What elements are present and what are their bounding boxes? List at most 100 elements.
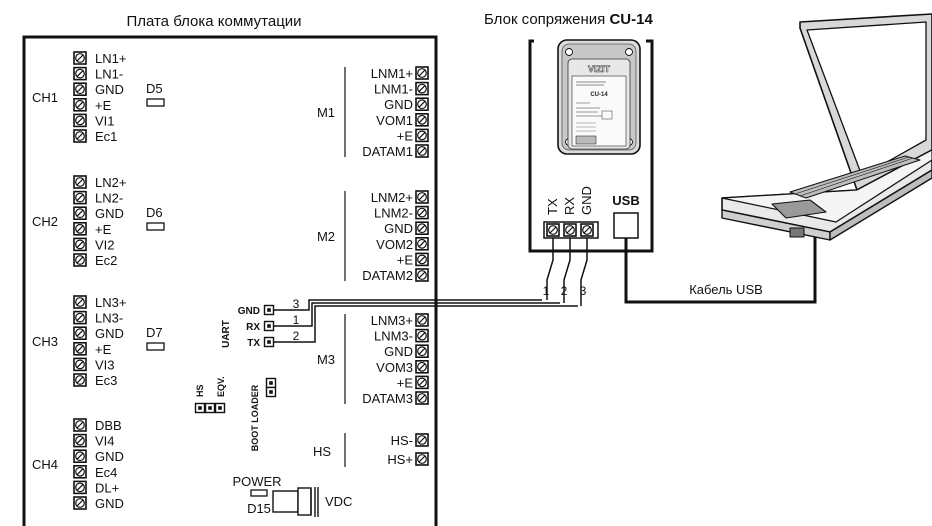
channel-ch4-terminal-3[interactable] bbox=[73, 464, 87, 479]
channel-ch3-terminal-2[interactable] bbox=[73, 326, 87, 341]
module-m3-terminal-0[interactable] bbox=[415, 313, 429, 327]
channel-terminal-label: LN1- bbox=[95, 67, 123, 82]
module-terminal-label: GND bbox=[384, 221, 413, 236]
uart-tx-pin[interactable] bbox=[263, 336, 275, 348]
hs-label: HS bbox=[313, 444, 331, 459]
channel-ch4-terminal-2[interactable] bbox=[73, 449, 87, 464]
channel-ch2-terminal-3[interactable] bbox=[73, 222, 87, 236]
module-m2-terminal-4[interactable] bbox=[415, 252, 429, 267]
channel-ch3-terminal-3[interactable] bbox=[73, 341, 87, 356]
module-m3-terminal-1[interactable] bbox=[415, 328, 429, 343]
channel-ch2-terminal-0[interactable] bbox=[73, 175, 87, 189]
adapter-outline bbox=[528, 39, 654, 253]
adapter-tx-label: TX bbox=[545, 198, 560, 215]
adapter-wire-number-3: 3 bbox=[580, 284, 587, 298]
channel-ch1-terminal-4[interactable] bbox=[73, 113, 87, 128]
channel-terminal-label: GND bbox=[95, 449, 124, 464]
channel-terminal-label: VI1 bbox=[95, 113, 115, 128]
module-m3-terminal-4[interactable] bbox=[415, 375, 429, 390]
uart-tx-label: TX bbox=[247, 338, 260, 349]
uart-wire-number-gnd: 3 bbox=[293, 297, 300, 311]
jumper-pin-3[interactable] bbox=[214, 402, 226, 414]
power-label: POWER bbox=[232, 474, 281, 489]
module-m2-terminal-1[interactable] bbox=[415, 205, 429, 220]
channel-terminal-label: Ec2 bbox=[95, 253, 117, 268]
channel-name: CH1 bbox=[32, 90, 58, 105]
uart-gnd-pin[interactable] bbox=[263, 304, 275, 316]
power-led bbox=[250, 489, 268, 497]
adapter-wire-number-1: 1 bbox=[543, 284, 550, 298]
channel-ch4-terminal-0[interactable] bbox=[73, 418, 87, 432]
jumper-pin-2[interactable] bbox=[204, 402, 216, 414]
jumper-pin-1[interactable] bbox=[194, 402, 206, 414]
channel-ch1-terminal-1[interactable] bbox=[73, 66, 87, 81]
module-m1-terminal-1[interactable] bbox=[415, 81, 429, 96]
board-title: Плата блока коммутации bbox=[126, 13, 301, 30]
adapter-rx-terminal[interactable] bbox=[563, 223, 577, 237]
usb-port[interactable] bbox=[613, 212, 639, 239]
uart-label: UART bbox=[221, 320, 232, 348]
module-terminal-label: +E bbox=[397, 252, 414, 267]
hs-eqv-jumper: HS EQV. bbox=[194, 376, 226, 414]
channel-ch4-terminal-4[interactable] bbox=[73, 480, 87, 495]
channel-ch4-terminal-5[interactable] bbox=[73, 496, 87, 510]
channel-terminal-label: +E bbox=[95, 222, 112, 237]
adapter-title: Блок сопряжения CU-14 bbox=[484, 11, 653, 28]
module-m1-terminal-0[interactable] bbox=[415, 66, 429, 80]
channel-ch3-terminal-0[interactable] bbox=[73, 295, 87, 309]
hs-minus-terminal[interactable] bbox=[415, 433, 429, 447]
adapter-gnd-terminal[interactable] bbox=[580, 223, 594, 237]
hs-plus-terminal[interactable] bbox=[415, 452, 429, 466]
channel-terminal-label: DL+ bbox=[95, 480, 119, 495]
channel-ch2-terminal-2[interactable] bbox=[73, 206, 87, 220]
boot-pin-1[interactable] bbox=[265, 377, 277, 389]
boot-loader-label: BOOT LOADER bbox=[250, 384, 260, 451]
module-m1-terminal-5[interactable] bbox=[415, 144, 429, 158]
vdc-label: VDC bbox=[325, 494, 352, 509]
module-m3-terminal-3[interactable] bbox=[415, 359, 429, 374]
channel-ch1-terminal-5[interactable] bbox=[73, 129, 87, 143]
channel-terminal-label: LN2- bbox=[95, 191, 123, 206]
laptop-icon bbox=[721, 13, 932, 241]
channel-ch4-terminal-1[interactable] bbox=[73, 433, 87, 448]
channel-terminal-label: LN1+ bbox=[95, 51, 126, 66]
channel-terminal-label: GND bbox=[95, 82, 124, 97]
channel-ch1-terminal-0[interactable] bbox=[73, 51, 87, 65]
uart-rx-pin[interactable] bbox=[263, 320, 275, 332]
channel-terminal-label: Ec3 bbox=[95, 373, 117, 388]
module-terminal-label: LNM1+ bbox=[371, 66, 413, 81]
channel-terminal-label: +E bbox=[95, 342, 112, 357]
module-m3-terminal-5[interactable] bbox=[415, 391, 429, 405]
adapter-wire-number-2: 2 bbox=[561, 284, 568, 298]
module-m1-terminal-4[interactable] bbox=[415, 128, 429, 143]
module-m1-terminal-2[interactable] bbox=[415, 97, 429, 111]
channel-terminal-label: VI2 bbox=[95, 237, 115, 252]
channel-ch1-terminal-2[interactable] bbox=[73, 82, 87, 96]
module-terminal-label: LNM3- bbox=[374, 329, 413, 344]
channel-ch2-terminal-5[interactable] bbox=[73, 253, 87, 267]
channel-ch3-terminal-1[interactable] bbox=[73, 310, 87, 325]
module-m2-terminal-5[interactable] bbox=[415, 268, 429, 282]
module-m2-terminal-0[interactable] bbox=[415, 190, 429, 204]
channel-ch3-terminal-4[interactable] bbox=[73, 357, 87, 372]
hs-minus-label: HS- bbox=[391, 433, 413, 448]
adapter-tx-terminal[interactable] bbox=[546, 223, 560, 237]
module-m1-terminal-3[interactable] bbox=[415, 113, 429, 127]
boot-pin-2[interactable] bbox=[265, 386, 277, 398]
channel-ch2-terminal-1[interactable] bbox=[73, 190, 87, 205]
channel-terminal-label: VI4 bbox=[95, 434, 115, 449]
channel-ch1-terminal-3[interactable] bbox=[73, 98, 87, 112]
channel-ch3-terminal-5[interactable] bbox=[73, 373, 87, 387]
channel-ch2-terminal-4[interactable] bbox=[73, 237, 87, 252]
module-blocks: LNM1+LNM1-GNDVOM1+EDATAM1M1LNM2+LNM2-GND… bbox=[317, 66, 429, 406]
module-m2-terminal-3[interactable] bbox=[415, 237, 429, 251]
dc-jack-body[interactable] bbox=[272, 490, 299, 513]
usb-cable-label: Кабель USB bbox=[689, 282, 763, 297]
module-m2-terminal-2[interactable] bbox=[415, 221, 429, 235]
module-m3-terminal-2[interactable] bbox=[415, 344, 429, 359]
